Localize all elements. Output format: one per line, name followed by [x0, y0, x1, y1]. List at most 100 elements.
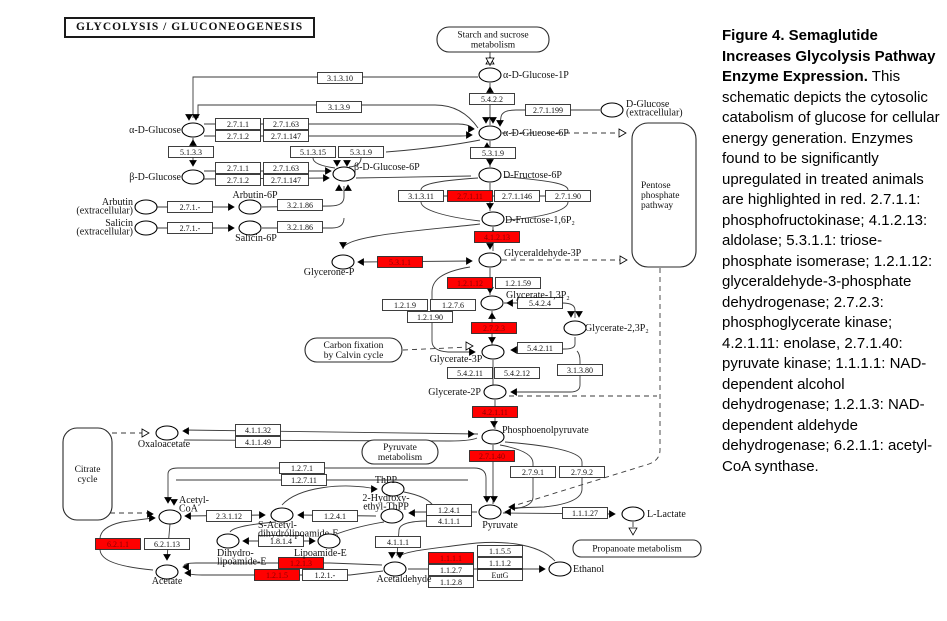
enzyme-box-2-7-1-40[interactable]: [469, 450, 515, 462]
enzyme-box-2-7-1-63[interactable]: [263, 162, 309, 174]
enzyme-box-1-1-5-5[interactable]: [477, 545, 523, 557]
metabolite-d-fructose-6p[interactable]: [478, 167, 502, 183]
enzyme-box-2-3-1-12[interactable]: [206, 510, 252, 522]
enzyme-box-2-7-9-1[interactable]: [510, 466, 556, 478]
metabolite-d-glucose-1p[interactable]: [478, 67, 502, 83]
metabolite-glycerate-2p[interactable]: [483, 384, 507, 400]
enzyme-box-4-2-1-11[interactable]: [472, 406, 518, 418]
enzyme-box-1-2-1-5[interactable]: [254, 569, 300, 581]
enzyme-box-4-1-1-1[interactable]: [375, 536, 421, 548]
metabolite-l-lactate[interactable]: [621, 506, 645, 522]
enzyme-box-4-1-2-13[interactable]: [474, 231, 520, 243]
metabolite-arbutin-extracellular[interactable]: [134, 199, 158, 215]
metabolite-glycerate-1-3p[interactable]: [480, 295, 504, 311]
enzyme-box-3-1-3-80[interactable]: [557, 364, 603, 376]
enzyme-box-5-1-3-3[interactable]: [168, 146, 214, 158]
enzyme-box-3-1-3-10[interactable]: [317, 72, 363, 84]
enzyme-box-1-2-1-90[interactable]: [407, 311, 453, 323]
enzyme-box-5-4-2-11[interactable]: [517, 342, 563, 354]
enzyme-box-1-2-1[interactable]: [302, 569, 348, 581]
enzyme-box-5-3-1-1[interactable]: [377, 256, 423, 268]
enzyme-box-1-2-1-3[interactable]: [278, 557, 324, 569]
enzyme-box-1-2-7-6[interactable]: [430, 299, 476, 311]
enzyme-box-2-7-1[interactable]: [167, 222, 213, 234]
metabolite-d-fructose-1-6p[interactable]: [481, 211, 505, 227]
enzyme-box-2-7-1-2[interactable]: [215, 130, 261, 142]
metabolite-acetate[interactable]: [155, 564, 179, 580]
enzyme-box-2-7-1-11[interactable]: [447, 190, 493, 202]
enzyme-box-2-7-1-1[interactable]: [215, 118, 261, 130]
metabolite-d-glucose-extracellular[interactable]: [600, 102, 624, 118]
enzyme-box-1-1-1-1[interactable]: [428, 552, 474, 564]
enzyme-box-2-7-1-146[interactable]: [494, 190, 540, 202]
enzyme-box-1-2-1-59[interactable]: [495, 277, 541, 289]
enzyme-box-2-7-1-147[interactable]: [263, 174, 309, 186]
metabolite-salicin-6p[interactable]: [238, 220, 262, 236]
enzyme-box-6-2-1-13[interactable]: [144, 538, 190, 550]
metabolite-acetaldehyde[interactable]: [383, 561, 407, 577]
enzyme-box-4-1-1-1[interactable]: [426, 515, 472, 527]
enzyme-box-5-3-1-9[interactable]: [470, 147, 516, 159]
enzyme-box-1-8-1-4[interactable]: [258, 535, 304, 547]
enzyme-box-2-7-9-2[interactable]: [559, 466, 605, 478]
enzyme-box-1-2-1-9[interactable]: [382, 299, 428, 311]
enzyme-box-1-2-7-1[interactable]: [279, 462, 325, 474]
enzyme-box-1-1-1-27[interactable]: [562, 507, 608, 519]
metabolite-phosphoenolpyruvate[interactable]: [481, 429, 505, 445]
enzyme-box-2-7-1-90[interactable]: [545, 190, 591, 202]
metabolite-glycerone-p[interactable]: [331, 254, 355, 270]
pathway-box-pyruvate-metabolism[interactable]: [361, 439, 439, 465]
metabolite-arbutin-6p[interactable]: [238, 199, 262, 215]
enzyme-box-4-1-1-32[interactable]: [235, 424, 281, 436]
enzyme-box-2-7-1-2[interactable]: [215, 174, 261, 186]
enzyme-box-5-3-1-9[interactable]: [338, 146, 384, 158]
enzyme-box-1-1-2-8[interactable]: [428, 576, 474, 588]
enzyme-box-2-7-1[interactable]: [167, 201, 213, 213]
metabolite-glycerate-2-3p[interactable]: [563, 320, 587, 336]
metabolite-d-glucose-6p[interactable]: [478, 125, 502, 141]
metabolite-ethanol[interactable]: [548, 561, 572, 577]
enzyme-box-2-7-1-147[interactable]: [263, 130, 309, 142]
metabolite-dihydro-lipoamide-e[interactable]: [216, 533, 240, 549]
enzyme-box-2-7-1-199[interactable]: [525, 104, 571, 116]
enzyme-box-5-4-2-4[interactable]: [517, 297, 563, 309]
enzyme-box-5-1-3-15[interactable]: [290, 146, 336, 158]
enzyme-box-2-7-2-3[interactable]: [471, 322, 517, 334]
enzyme-box-1-1-1-2[interactable]: [477, 557, 523, 569]
metabolite-s-acetyl-dihydrolipoamide-e[interactable]: [270, 507, 294, 523]
enzyme-box-6-2-1-1[interactable]: [95, 538, 141, 550]
metabolite-oxaloacetate[interactable]: [155, 425, 179, 441]
enzyme-box-1-2-7-11[interactable]: [281, 474, 327, 486]
metabolite-lipoamide-e[interactable]: [317, 533, 341, 549]
enzyme-box-5-4-2-12[interactable]: [494, 367, 540, 379]
enzyme-box-1-2-1-12[interactable]: [447, 277, 493, 289]
enzyme-box-2-7-1-63[interactable]: [263, 118, 309, 130]
pathway-box-carbon-fixation-by-calvin-cycle[interactable]: [304, 337, 403, 363]
enzyme-box-3-2-1-86[interactable]: [277, 221, 323, 233]
enzyme-box-3-2-1-86[interactable]: [277, 199, 323, 211]
metabolite-salicin-extracellular[interactable]: [134, 220, 158, 236]
pathway-box-citrate-cycle[interactable]: [62, 427, 113, 521]
open-arrowhead-right-icon: [465, 341, 474, 351]
metabolite-d-glucose[interactable]: [181, 122, 205, 138]
enzyme-box-5-4-2-11[interactable]: [447, 367, 493, 379]
enzyme-box-4-1-1-49[interactable]: [235, 436, 281, 448]
metabolite-glyceraldehyde-3p[interactable]: [478, 252, 502, 268]
enzyme-box-3-1-3-9[interactable]: [316, 101, 362, 113]
pathway-box-propanoate-metabolism[interactable]: [572, 539, 702, 558]
metabolite-thpp[interactable]: [381, 481, 405, 497]
metabolite-acetyl-coa[interactable]: [158, 509, 182, 525]
metabolite-d-glucose[interactable]: [181, 169, 205, 185]
enzyme-box-1-2-4-1[interactable]: [312, 510, 358, 522]
metabolite-pyruvate[interactable]: [478, 504, 502, 520]
pathway-box-starch-and-sucrose-metabolism[interactable]: [436, 26, 550, 53]
metabolite-2-hydroxy-ethyl-thpp[interactable]: [380, 508, 404, 524]
enzyme-box-5-4-2-2[interactable]: [469, 93, 515, 105]
pathway-box-pentose-phosphate-pathway[interactable]: [631, 122, 697, 268]
enzyme-box-2-7-1-1[interactable]: [215, 162, 261, 174]
enzyme-box-eutg[interactable]: [477, 569, 523, 581]
metabolite-glycerate-3p[interactable]: [481, 344, 505, 360]
metabolite-d-glucose-6p[interactable]: [332, 166, 356, 182]
enzyme-box-3-1-3-11[interactable]: [398, 190, 444, 202]
enzyme-box-1-1-2-7[interactable]: [428, 564, 474, 576]
